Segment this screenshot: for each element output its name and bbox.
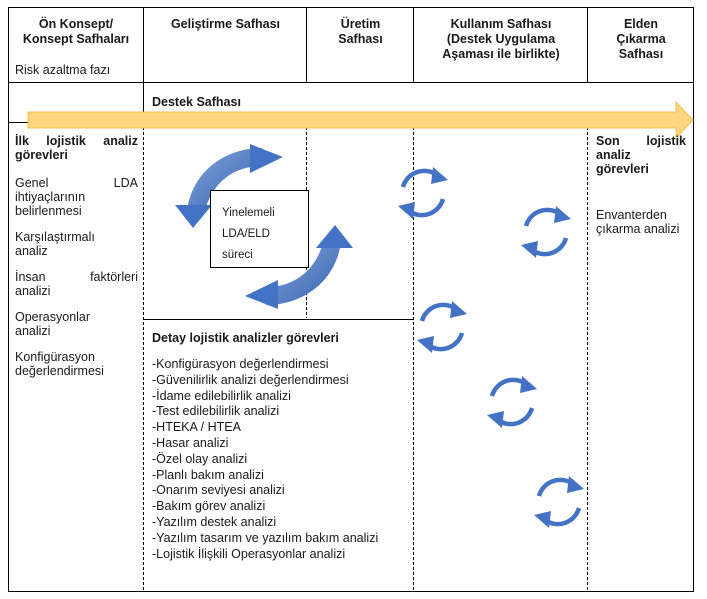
initial-task-5-line2: değerlendirmesi [15,364,104,378]
risk-reduction-label: Risk azaltma fazı [15,63,111,77]
detail-task-item: -Lojistik İlişkili Operasyonlar analizi [152,546,346,561]
final-tasks-title-line1: Son lojistik [596,134,686,148]
detail-task-item: -Yazılım destek analizi [152,514,277,529]
initial-task-item-3: İnsan faktörleri analizi [15,270,138,298]
initial-tasks-column: İlk lojistik analiz görevleri Genel LDA … [15,134,138,378]
iterative-process-box [210,190,309,268]
final-task-line1: Envanterden [596,208,667,222]
initial-task-3-line2: analizi [15,284,51,298]
initial-task-1-line3: belirlenmesi [15,204,82,218]
detail-task-item: -Hasar analizi [152,435,229,450]
detail-task-item: -İdame edilebilirlik analizi [152,388,291,403]
header-production-line1: Üretim [340,17,381,31]
initial-task-item-5: Konfigürasyon değerlendirmesi [15,350,138,378]
detail-task-item: -HTEKA / HTEA [152,420,241,435]
cycle-icon-4 [487,376,537,428]
header-disposal: Elden Çıkarma Safhası [588,17,694,62]
iterative-line3: süreci [222,249,253,261]
detail-tasks-title: Detay lojistik analizler görevleri [152,331,339,345]
detail-tasks-list: -Konfigürasyon değerlendirmesi -Güvenili… [152,357,410,562]
initial-task-item-4: Operasyonlar analizi [15,310,138,338]
initial-tasks-title-line2: görevleri [15,148,68,162]
header-preconcept-line2: Konsept Safhaları [22,32,130,46]
final-tasks-column: Son lojistik analiz görevleri Envanterde… [596,134,686,236]
initial-task-item-2: Karşılaştırmalı analiz [15,230,138,258]
final-tasks-title-line3: görevleri [596,162,649,176]
initial-task-item-1: Genel LDA ihtiyaçlarının belirlenmesi [15,176,138,218]
detail-task-item: -Güvenilirlik analizi değerlendirmesi [152,372,349,387]
cycle-icon-3 [417,301,467,353]
support-phase-label: Destek Safhası [152,95,241,109]
detail-task-item: -Konfigürasyon değerlendirmesi [152,357,329,371]
initial-task-4-line2: analizi [15,324,51,338]
outer-frame [8,7,694,592]
header-preconcept: Ön Konsept/ Konsept Safhaları [8,17,144,47]
iterative-process-text: Yinelemeli LDA/ELD süreci [222,203,306,266]
cycle-icon-5 [534,476,584,528]
iterative-line1: Yinelemeli [222,207,275,219]
cycle-icon-2 [521,206,571,258]
header-usage-line2: (Destek Uygulama [446,32,556,46]
initial-task-2-line1: Karşılaştırmalı [15,230,95,244]
initial-tasks-title-line1: İlk lojistik analiz [15,134,138,148]
header-disposal-line2: Çıkarma [616,32,666,46]
header-usage: Kullanım Safhası (Destek Uygulama Aşamas… [414,17,588,62]
header-production: Üretim Safhası [307,17,414,47]
detail-task-item: -Onarım seviyesi analizi [152,483,285,498]
initial-task-4-line1: Operasyonlar [15,310,91,324]
initial-task-1-line2: ihtiyaçlarının [15,190,86,204]
iterative-line2: LDA/ELD [222,228,270,240]
detail-task-item: -Yazılım tasarım ve yazılım bakım analiz… [152,530,379,545]
initial-task-2-line2: analiz [15,244,48,258]
header-disposal-line1: Elden [623,17,659,31]
initial-task-5-line1: Konfigürasyon [15,350,95,364]
header-disposal-line3: Safhası [618,47,664,61]
final-tasks-title-line2: analiz [596,148,631,162]
detail-task-item: -Bakım görev analizi [152,499,266,514]
header-usage-line1: Kullanım Safhası [450,17,552,31]
header-development: Geliştirme Safhası [170,17,281,31]
cycle-icon-1 [398,167,448,219]
initial-task-3-line1: İnsan faktörleri [15,270,138,284]
initial-task-1-line1: Genel LDA [15,176,138,190]
support-phase-arrow [27,100,694,140]
header-usage-line3: Aşaması ile birlikte) [442,47,560,61]
detail-task-item: -Özel olay analizi [152,451,248,466]
detail-task-item: -Planlı bakım analizi [152,467,264,482]
detail-task-item: -Test edilebilirlik analizi [152,404,280,419]
final-task-line2: çıkarma analizi [596,222,680,236]
big-cycle-icon [175,144,353,309]
header-preconcept-line1: Ön Konsept/ [38,17,114,31]
header-production-line2: Safhası [338,32,383,46]
